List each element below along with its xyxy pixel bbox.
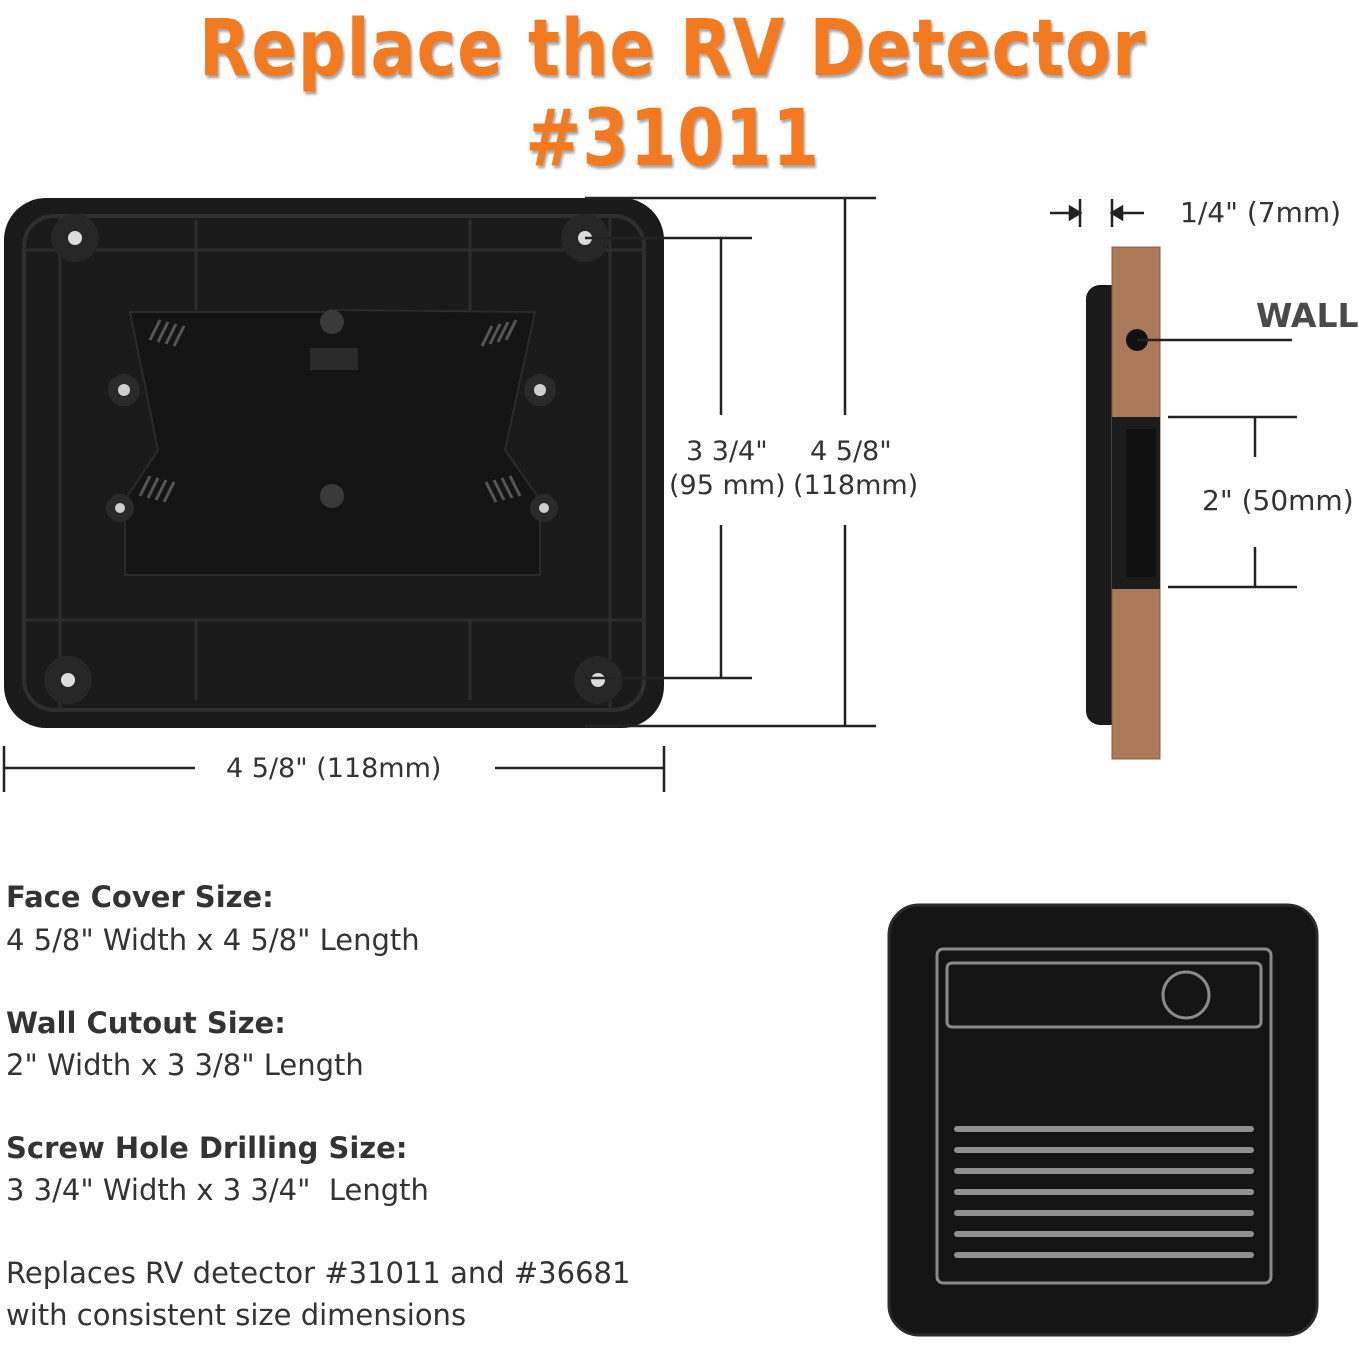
- detector-front-view: [887, 903, 1319, 1337]
- face-panel: [935, 947, 1273, 1285]
- spec-screw-hole-value: 3 3/4" Width x 3 3/4" Length: [6, 1173, 429, 1207]
- display-window: [945, 961, 1263, 1029]
- screw-spacing-mm-label: (95 mm): [669, 470, 786, 501]
- note-line-2: with consistent size dimensions: [6, 1298, 467, 1332]
- height-mm-label: (118mm): [793, 470, 919, 501]
- spec-face-cover-heading: Face Cover Size:: [6, 880, 274, 914]
- screw-spacing-in-label: 3 3/4": [686, 436, 768, 467]
- cutout-dimension-lines: [1168, 415, 1297, 589]
- thickness-arrows: [1050, 199, 1144, 227]
- screw-hole-icon: [44, 656, 92, 704]
- dimension-lines: [2, 196, 876, 792]
- speaker-grille: [954, 1126, 1254, 1258]
- height-in-label: 4 5/8": [810, 436, 892, 467]
- spec-wall-cutout-value: 2" Width x 3 3/8" Length: [6, 1048, 364, 1082]
- side-view-diagram: [1050, 199, 1297, 760]
- width-label: 4 5/8" (118mm): [226, 753, 442, 784]
- spec-wall-cutout-heading: Wall Cutout Size:: [6, 1006, 286, 1040]
- note-line-1: Replaces RV detector #31011 and #36681: [6, 1256, 631, 1290]
- wall-label: WALL: [1256, 296, 1359, 335]
- back-plate-diagram: [2, 196, 876, 792]
- screw-hole-icon: [574, 656, 622, 704]
- detector-face: [889, 905, 1317, 1335]
- thickness-label: 1/4" (7mm): [1180, 196, 1342, 229]
- side-screw-icon: [106, 374, 558, 522]
- page-title: Replace the RV Detector #31011: [198, 4, 1147, 184]
- screw-hole-icon: [51, 214, 99, 262]
- sensor-icon: [1161, 970, 1211, 1020]
- spec-screw-hole-heading: Screw Hole Drilling Size:: [6, 1131, 408, 1165]
- cutout-label: 2" (50mm): [1202, 484, 1354, 517]
- vent-slots: [138, 319, 522, 503]
- spec-face-cover-value: 4 5/8" Width x 4 5/8" Length: [6, 923, 420, 957]
